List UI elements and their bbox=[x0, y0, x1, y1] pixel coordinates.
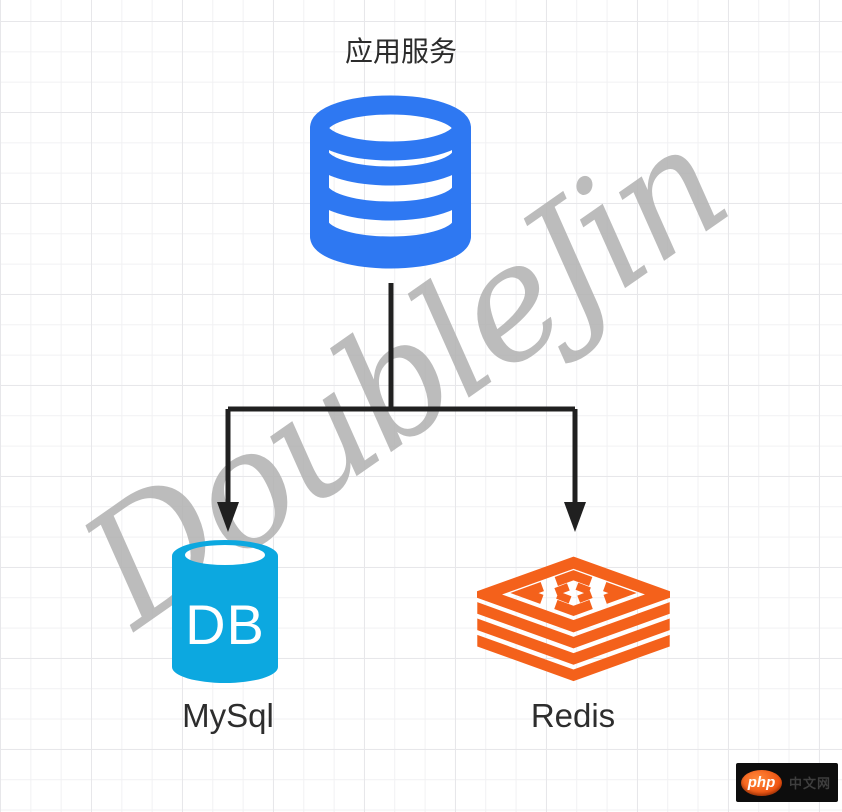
mysql-label: MySql bbox=[182, 697, 274, 734]
db-cylinder-icon: DB bbox=[172, 540, 278, 683]
database-icon bbox=[310, 95, 471, 269]
redis-label: Redis bbox=[530, 697, 616, 734]
db-icon-text: DB bbox=[185, 593, 265, 656]
php-logo-brand: php bbox=[747, 774, 776, 791]
php-logo: php 中文网 bbox=[736, 763, 838, 802]
redis-stack-icon bbox=[477, 556, 670, 682]
redis-node bbox=[477, 556, 670, 683]
application-service-node bbox=[309, 95, 472, 270]
tree-connector-path bbox=[225, 283, 578, 504]
arrow-down-icon bbox=[564, 502, 586, 532]
arrow-down-icon bbox=[217, 502, 239, 532]
mysql-node: DB bbox=[172, 540, 278, 683]
php-logo-oval-icon: php bbox=[741, 769, 782, 796]
php-logo-suffix: 中文网 bbox=[789, 776, 832, 791]
page-title: 应用服务 bbox=[344, 36, 457, 67]
